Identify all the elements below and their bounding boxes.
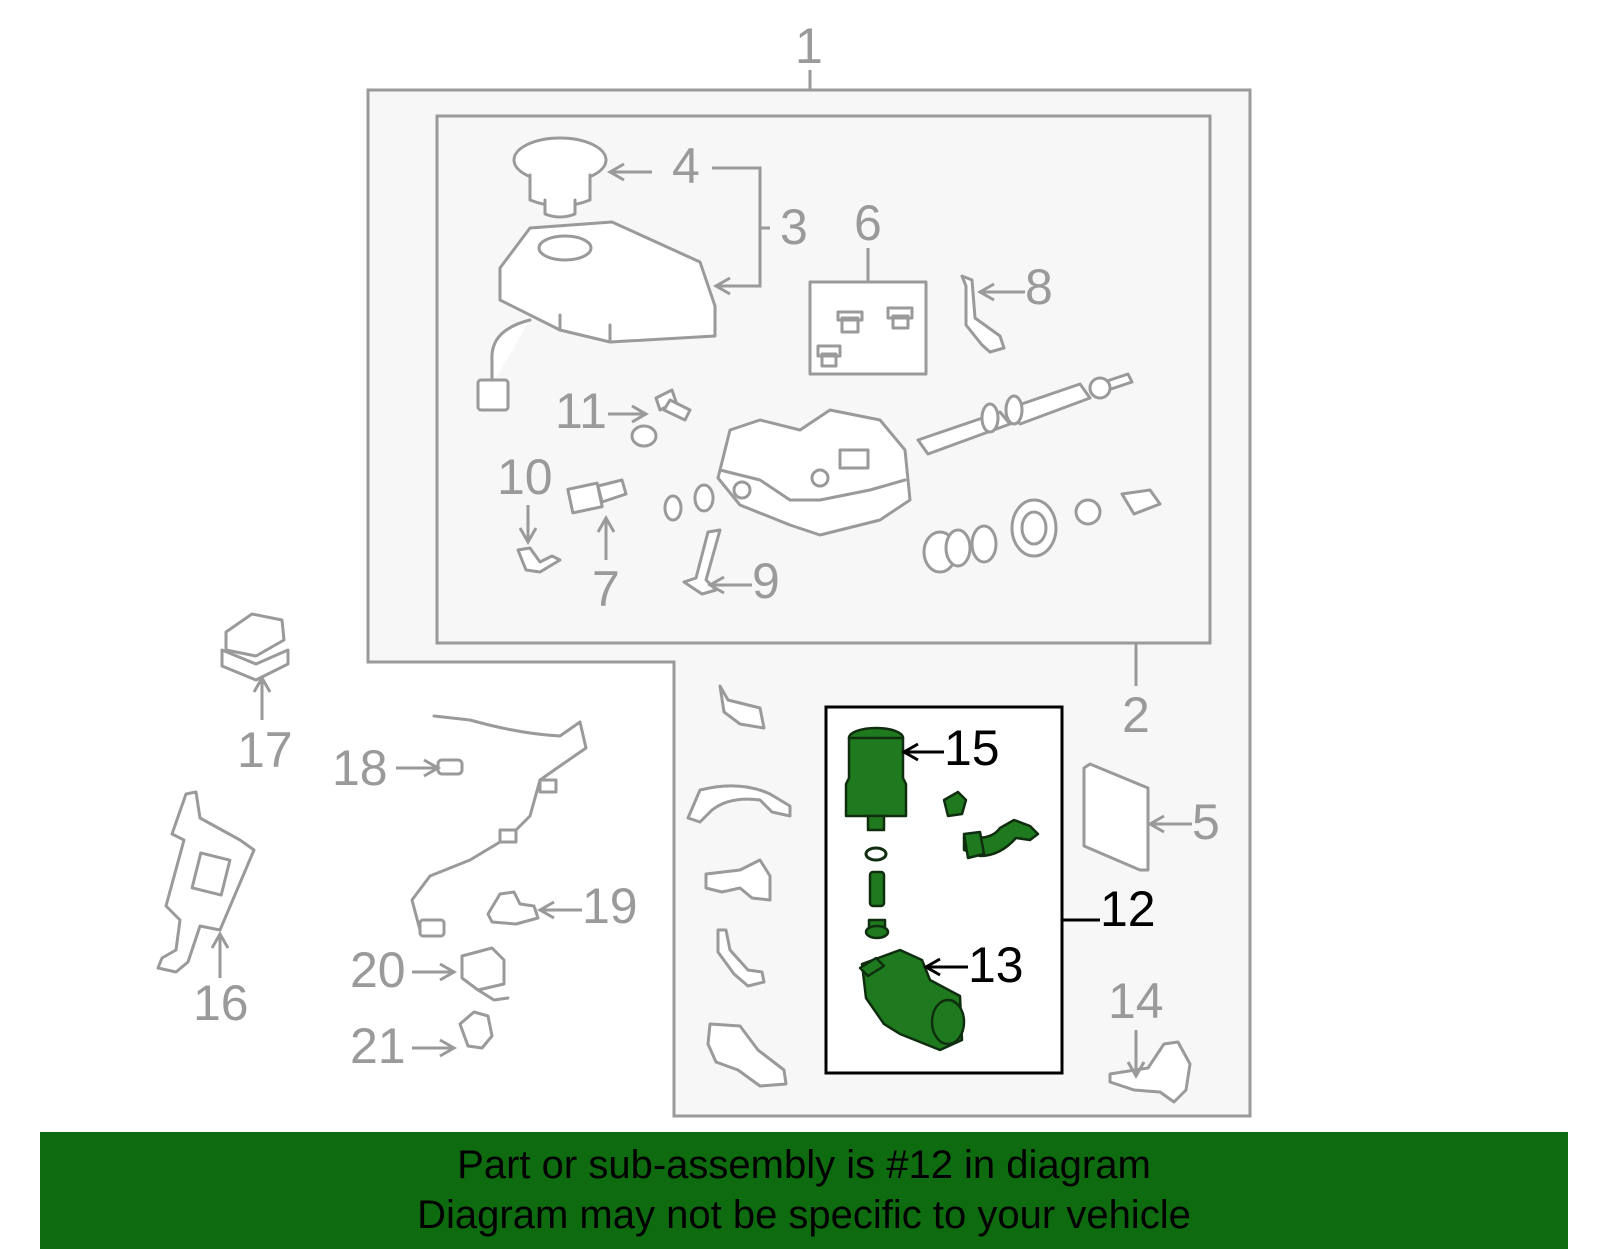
o-rings: [663, 483, 715, 522]
callout-12: 12: [1100, 881, 1156, 937]
callout-15: 15: [944, 720, 1000, 776]
callout-11: 11: [555, 383, 607, 439]
part-9-clip[interactable]: [682, 528, 722, 596]
info-banner: Part or sub-assembly is #12 in diagram D…: [40, 1132, 1568, 1249]
seals-row: [922, 488, 1162, 574]
part-6-plugs: [816, 306, 914, 368]
arrow-16: [210, 930, 230, 978]
callout-14: 14: [1108, 973, 1164, 1029]
callout-13: 13: [968, 937, 1024, 993]
callout-9: 9: [752, 553, 780, 609]
arrow-5: [1146, 814, 1192, 834]
part-13-pump-motor[interactable]: [858, 948, 966, 1052]
part-3-reservoir-tank[interactable]: [476, 220, 717, 412]
arrow-8: [976, 282, 1025, 302]
arrow-19: [536, 900, 582, 920]
part-11-bolt[interactable]: [630, 388, 692, 448]
master-cylinder-body[interactable]: [716, 408, 912, 537]
part-5-filter[interactable]: [1082, 762, 1150, 872]
arrow-11: [608, 404, 650, 424]
callout-4: 4: [672, 138, 700, 194]
part-18-wiring-harness[interactable]: [410, 714, 588, 938]
spring: [864, 870, 890, 940]
callout-17: 17: [237, 722, 293, 778]
arrow-18: [396, 758, 442, 778]
callout-3: 3: [780, 199, 808, 255]
part-10-clip[interactable]: [516, 546, 562, 574]
bracket-3: [712, 166, 770, 296]
arrow-17: [252, 674, 272, 720]
callout-10: 10: [497, 449, 553, 505]
arrow-14: [1126, 1030, 1146, 1080]
arrow-7: [596, 514, 616, 560]
callout-19: 19: [582, 878, 638, 934]
arrow-13: [922, 957, 968, 977]
part-20-sensor[interactable]: [460, 946, 510, 1002]
callout-18: 18: [332, 740, 388, 796]
callout-20: 20: [350, 942, 406, 998]
callout-8: 8: [1025, 259, 1053, 315]
banner-line-2: Diagram may not be specific to your vehi…: [417, 1193, 1191, 1237]
arrow-20: [412, 962, 458, 982]
part-15-accumulator[interactable]: [844, 726, 908, 832]
part-17-mount[interactable]: [220, 612, 290, 682]
callout-21: 21: [350, 1018, 406, 1074]
arrow-21: [412, 1038, 458, 1058]
seal-ring: [864, 846, 888, 862]
arrow-15: [900, 742, 944, 762]
part-4-reservoir-cap[interactable]: [512, 136, 608, 219]
arrow-10: [518, 505, 538, 546]
hose-fitting: [942, 790, 1040, 860]
part-21-clip[interactable]: [458, 1010, 494, 1050]
part-16-window: [190, 851, 232, 897]
piston-rod[interactable]: [916, 372, 1134, 456]
callout-6: 6: [854, 195, 882, 251]
part-19-clip[interactable]: [486, 890, 540, 926]
arrow-9: [706, 575, 752, 595]
arrow-4: [606, 162, 652, 182]
callout-5: 5: [1192, 794, 1220, 850]
callout-7: 7: [592, 561, 620, 617]
callout-2: 2: [1122, 687, 1150, 743]
callout-1: 1: [795, 18, 823, 74]
part-8-bracket[interactable]: [960, 274, 1006, 354]
part-7-sensor[interactable]: [566, 478, 628, 515]
callout-16: 16: [193, 975, 249, 1031]
hose-parts: [686, 684, 792, 1088]
part-14-bracket[interactable]: [1108, 1040, 1192, 1104]
banner-line-1: Part or sub-assembly is #12 in diagram: [457, 1143, 1151, 1187]
